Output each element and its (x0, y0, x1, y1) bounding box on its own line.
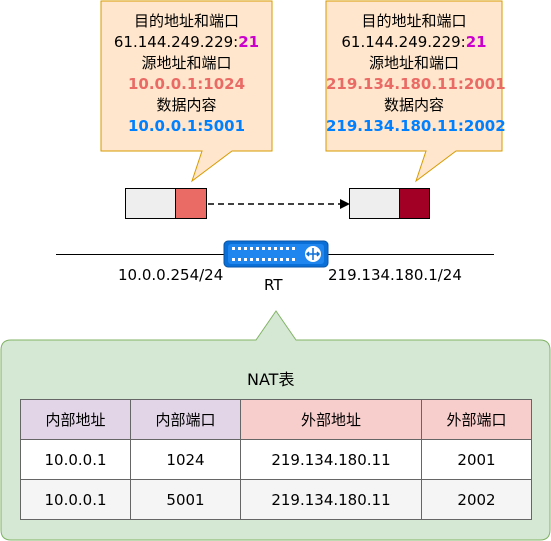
left-payload-value: 10.0.0.1:5001 (127, 117, 246, 135)
header-inside-port: 内部端口 (130, 399, 241, 440)
right-payload-value: 219.134.180.11:2002 (326, 117, 506, 135)
left-dst-address: 61.144.249.229:21 (101, 32, 272, 53)
right-dst-port: 21 (465, 33, 487, 51)
table-cell: 10.0.0.1 (20, 479, 131, 520)
left-packet-body (125, 188, 176, 219)
right-payload-label: 数据内容 (383, 96, 444, 114)
header-inside-address: 内部地址 (20, 399, 131, 440)
right-callout-shape (325, 0, 503, 183)
table-cell: 10.0.0.1 (20, 439, 131, 480)
left-dst-ip: 61.144.249.229: (113, 33, 239, 51)
nat-table: 内部地址 内部端口 外部地址 外部端口 10.0.0.1 1024 219.13… (20, 399, 532, 520)
router-icon (223, 240, 329, 268)
right-dst-address: 61.144.249.229:21 (326, 32, 502, 53)
right-packet-src-block (399, 188, 430, 219)
table-cell: 5001 (130, 479, 241, 520)
nat-table-title: NAT表 (247, 370, 295, 389)
nat-header-row: 内部地址 内部端口 外部地址 外部端口 (20, 399, 532, 440)
right-src-label: 源地址和端口 (368, 54, 459, 72)
table-cell: 219.134.180.11 (240, 439, 422, 480)
left-dst-port: 21 (238, 33, 260, 51)
left-src-label: 源地址和端口 (141, 54, 232, 72)
table-row: 10.0.0.1 5001 219.134.180.11 2002 (20, 479, 532, 520)
outside-ip-label: 219.134.180.1/24 (328, 266, 462, 284)
inside-ip-label: 10.0.0.254/24 (118, 266, 224, 284)
right-src-value: 219.134.180.11:2001 (326, 75, 506, 93)
table-row: 10.0.0.1 1024 219.134.180.11 2001 (20, 439, 532, 480)
table-cell: 1024 (130, 439, 241, 480)
table-cell: 219.134.180.11 (240, 479, 422, 520)
right-dst-label: 目的地址和端口 (361, 12, 467, 30)
left-callout-shape (100, 0, 273, 183)
left-src-value: 10.0.0.1:1024 (127, 75, 246, 93)
right-dst-ip: 61.144.249.229: (341, 33, 466, 51)
table-cell: 2002 (421, 479, 532, 520)
left-dst-label: 目的地址和端口 (133, 12, 239, 30)
right-callout: 目的地址和端口 61.144.249.229:21 源地址和端口 219.134… (326, 11, 506, 137)
left-payload-label: 数据内容 (156, 96, 217, 114)
table-cell: 2001 (421, 439, 532, 480)
header-outside-port: 外部端口 (421, 399, 532, 440)
router-name-label: RT (264, 276, 283, 294)
left-callout: 目的地址和端口 61.144.249.229:21 源地址和端口 10.0.0.… (101, 11, 272, 137)
left-packet-src-block (175, 188, 207, 219)
header-outside-address: 外部地址 (240, 399, 422, 440)
right-packet-body (349, 188, 400, 219)
